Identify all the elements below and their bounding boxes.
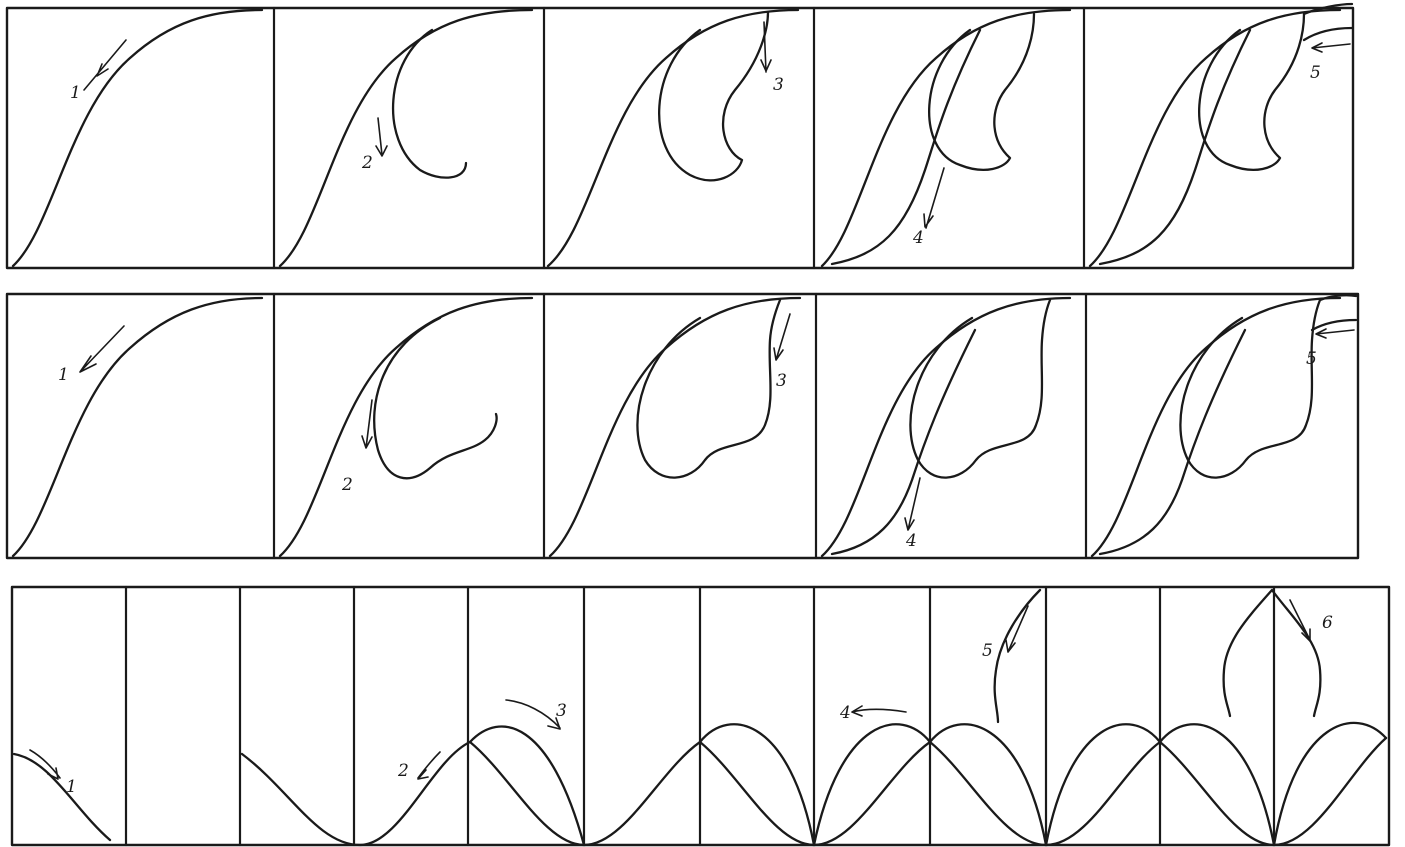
row-3: 1 2 3 4 5 (10, 585, 1391, 847)
step-number: 6 (1322, 613, 1333, 633)
direction-arrow (417, 751, 441, 780)
leaf-shape (1198, 12, 1306, 171)
direction-arrow (83, 39, 127, 91)
row-3-panel-3: 3 (468, 699, 702, 847)
step-number: 5 (1306, 349, 1317, 369)
leaf-shape (928, 12, 1036, 171)
row-3-panel-6: 6 (1158, 588, 1388, 847)
main-s-curve (278, 296, 534, 558)
step-number: 5 (1310, 63, 1321, 83)
direction-arrow (1311, 42, 1351, 53)
wave-curve (240, 740, 472, 847)
half-wave-curve (12, 752, 112, 842)
direction-arrow (923, 167, 945, 229)
direction-arrow (1005, 605, 1029, 653)
leaf-shape (1179, 298, 1322, 479)
step-number: 3 (776, 371, 787, 391)
leaf-inner-curve (391, 28, 468, 179)
step-number: 2 (397, 761, 409, 781)
direction-arrow (1289, 599, 1311, 642)
second-s-curve (830, 28, 982, 266)
row-2: 1 2 3 4 (5, 292, 1360, 560)
petal-arc (1158, 723, 1276, 847)
second-s-curve (830, 328, 977, 556)
main-s-curve (278, 8, 534, 268)
row-1-panel-1: 1 (11, 8, 264, 268)
row-3-panel-1: 1 (12, 749, 112, 842)
step-number: 3 (773, 75, 784, 95)
row-3-panel-4: 4 (698, 703, 932, 847)
direction-arrow (29, 749, 61, 780)
leaf-shape (658, 10, 770, 182)
leaf-shape (636, 298, 782, 479)
direction-arrow (1315, 328, 1355, 339)
row-3-panel-5: 5 (928, 588, 1162, 847)
row-2-panel-4: 4 (820, 296, 1072, 558)
main-s-curve (546, 8, 800, 268)
row-2-panel-1: 1 (11, 296, 264, 558)
direction-arrow (375, 117, 388, 157)
leaf-inner-curve (373, 316, 498, 480)
row-2-panel-2: 2 (278, 296, 534, 558)
petal-arc (468, 725, 586, 847)
main-s-curve (1090, 296, 1342, 558)
petal-arc (698, 723, 816, 847)
main-s-curve (820, 296, 1072, 558)
row-2-frame (5, 292, 1360, 560)
direction-arrow (773, 313, 791, 361)
row-2-panel-3: 3 (548, 296, 802, 558)
step-number: 4 (912, 228, 924, 248)
step-number: 1 (66, 777, 77, 797)
main-s-curve (11, 296, 264, 558)
petal-arc (928, 723, 1048, 847)
leaf-shape (909, 298, 1052, 479)
row-1-panel-3: 3 (546, 8, 800, 268)
row-1-panel-2: 2 (278, 8, 534, 268)
bud-shape (1222, 588, 1322, 718)
step-number: 4 (905, 531, 917, 551)
row-2-panel-5: 5 (1090, 294, 1358, 558)
row-1-panel-5: 5 (1088, 2, 1354, 268)
step-number: 2 (361, 153, 373, 173)
row-1-frame (5, 6, 1355, 270)
step-number: 4 (839, 703, 851, 723)
main-s-curve (11, 8, 264, 268)
petal-arc-mirror (1044, 723, 1162, 847)
petal-arc-mirror (1272, 721, 1388, 847)
main-s-curve (1088, 8, 1342, 268)
row-1-panel-4: 4 (820, 8, 1072, 268)
direction-arrow (760, 21, 772, 73)
step-number: 1 (58, 365, 69, 385)
direction-arrow (505, 699, 561, 730)
second-s-curve (1098, 328, 1247, 556)
row-1: 1 2 3 4 (5, 2, 1355, 270)
direction-arrow (361, 399, 373, 449)
step-number: 3 (556, 701, 567, 721)
direction-arrow (79, 325, 125, 373)
leaf-tip-curl (1302, 2, 1354, 42)
direction-arrow (904, 477, 921, 531)
step-number: 1 (70, 83, 81, 103)
step-number: 2 (341, 475, 353, 495)
leaf-tip-curl (1310, 294, 1358, 332)
petal-arc-mirror (812, 723, 932, 847)
direction-arrow (851, 705, 907, 717)
main-s-curve (820, 8, 1072, 268)
row-3-panel-2: 2 (240, 740, 472, 847)
bud-left-stroke (993, 588, 1042, 724)
second-s-curve (1098, 28, 1252, 266)
step-number: 5 (982, 641, 993, 661)
